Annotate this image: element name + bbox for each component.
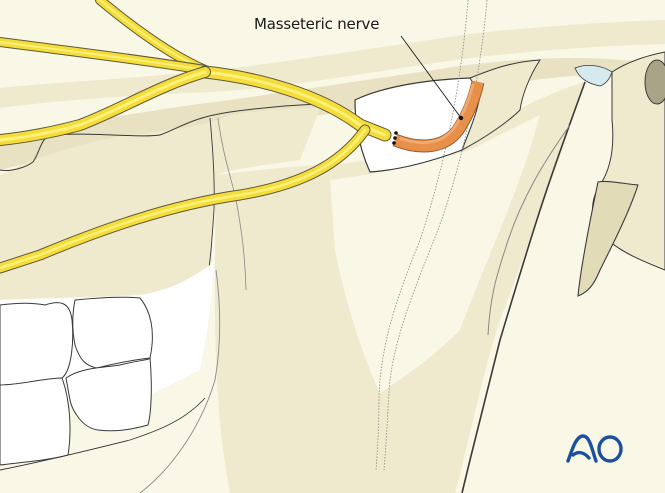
mandibular-teeth <box>0 357 152 466</box>
ao-logo: AO <box>566 432 623 463</box>
dashed-guide-2 <box>383 0 488 471</box>
ramus-outline <box>461 81 586 493</box>
gum-line-lower <box>0 397 206 471</box>
masseteric-nerve <box>392 80 485 153</box>
facial-nerve-branches <box>0 0 392 274</box>
ramus-highlight <box>330 115 540 393</box>
articular-disc <box>574 64 613 87</box>
auditory-meatus <box>644 59 665 105</box>
coronoid-process <box>461 59 541 152</box>
maxilla-outline <box>0 103 321 171</box>
upper-molar-2 <box>72 296 153 369</box>
upper-molar-1 <box>0 302 74 386</box>
masseteric-nerve-label: Masseteric nerve <box>254 15 380 33</box>
ramus-inner-line <box>487 124 571 336</box>
lower-molar-2 <box>65 357 152 432</box>
maxilla <box>0 108 320 305</box>
lower-molar-1 <box>0 377 71 466</box>
nerve-sutures <box>392 131 398 145</box>
label-anchor-dot <box>458 115 464 121</box>
ao-logo-a <box>566 434 598 463</box>
ao-logo-text: AO <box>566 432 568 433</box>
styloid-process <box>577 180 639 297</box>
ao-logo-o <box>597 435 623 463</box>
mandible-lower-contour <box>139 269 221 493</box>
label-leader-line <box>400 35 462 119</box>
